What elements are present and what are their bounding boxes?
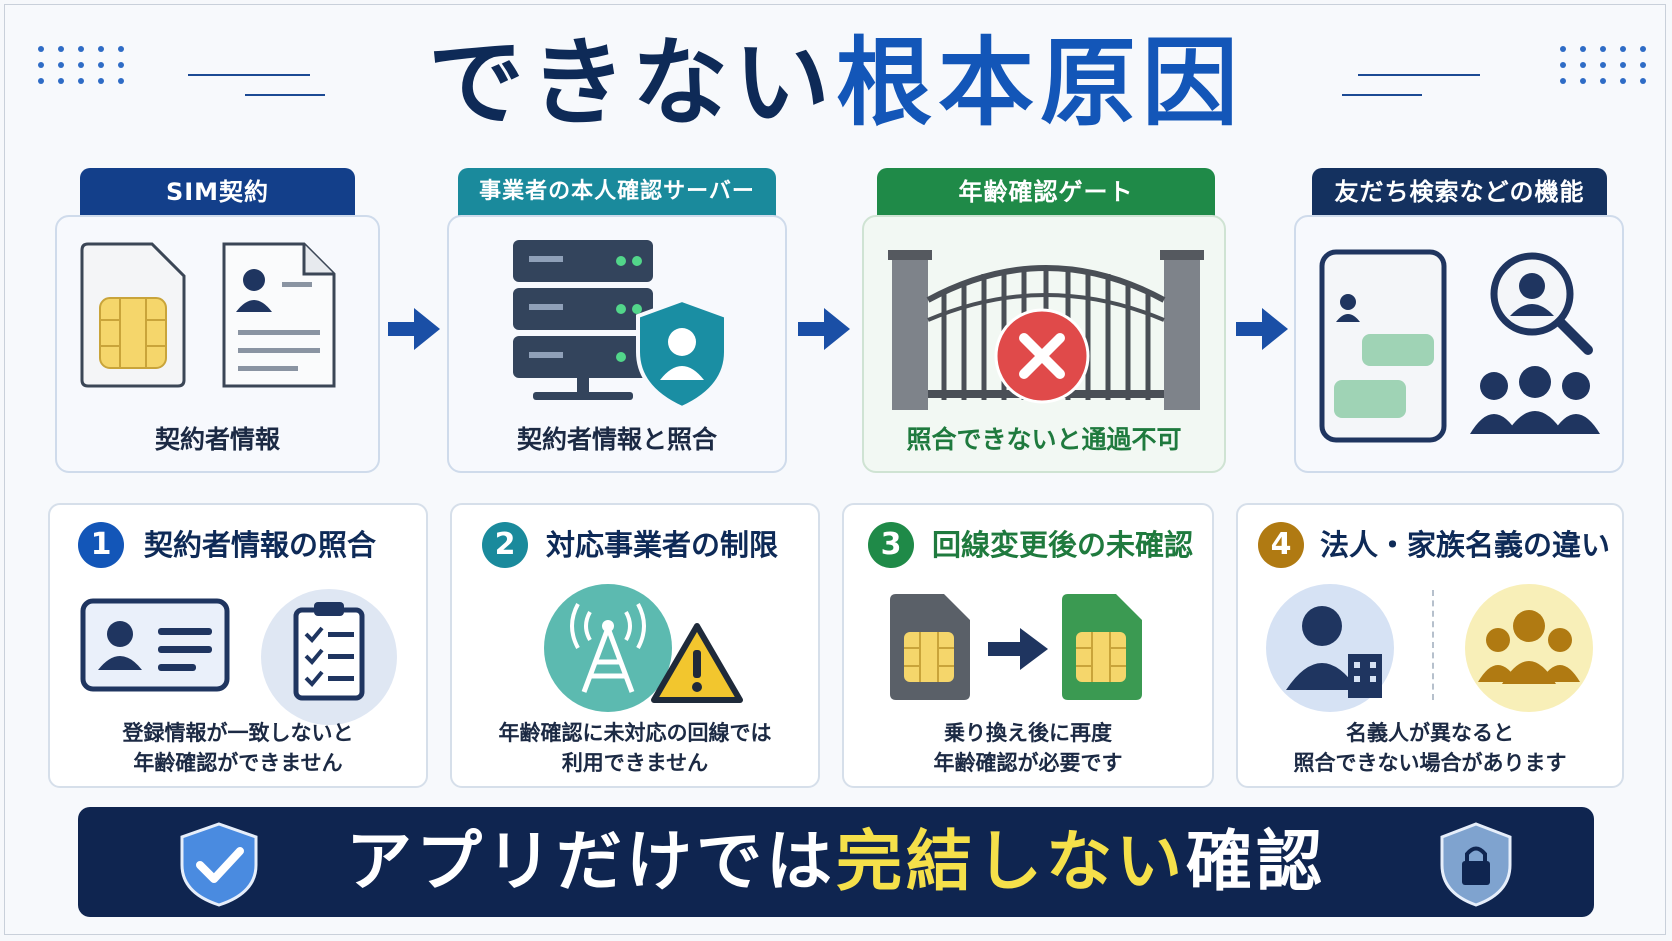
id-card-icon	[80, 598, 230, 692]
cause-desc-3: 乗り換え後に再度 年齢確認が必要です	[842, 718, 1214, 778]
decor-line	[1342, 94, 1422, 96]
banner-part3: 確認	[1186, 823, 1326, 900]
cause-title-4: 法人・家族名義の違い	[1320, 528, 1611, 562]
cause-desc-line: 年齢確認に未対応の回線では	[498, 721, 772, 745]
cause-desc-2: 年齢確認に未対応の回線では 利用できません	[450, 718, 820, 778]
cause-desc-line: 年齢確認が必要です	[933, 751, 1123, 775]
cause-title-2: 対応事業者の制限	[546, 528, 779, 562]
conclusion-banner: アプリだけでは完結しない確認	[78, 807, 1594, 917]
sim-gray-icon	[890, 594, 970, 700]
smartphone-chat-icon	[1319, 249, 1447, 443]
decor-line	[245, 94, 325, 96]
cause-desc-line: 名義人が異なると	[1346, 721, 1514, 745]
shield-check-icon	[180, 822, 258, 907]
sim-card-icon	[80, 242, 186, 388]
cause-desc-1: 登録情報が一致しないと 年齢確認ができません	[48, 718, 428, 778]
arrow-right-icon	[988, 628, 1048, 670]
denied-x-icon	[994, 308, 1090, 404]
flow-caption-server: 契約者情報と照合	[516, 425, 717, 454]
cause-number-1: 1	[78, 522, 124, 568]
page-title: できない根本原因	[0, 18, 1672, 148]
contract-document-icon	[222, 242, 336, 388]
title-part2: 根本原因	[836, 27, 1244, 139]
flow-tag-gate: 年齢確認ゲート	[877, 168, 1215, 216]
divider	[1432, 590, 1434, 700]
banner-part2: 完結しない	[836, 823, 1186, 900]
decor-dots-left	[38, 46, 128, 84]
group-icon	[1470, 366, 1600, 434]
user-shield-icon	[636, 297, 728, 411]
cause-desc-line: 登録情報が一致しないと	[122, 721, 354, 745]
flow-tag-sim: SIM契約	[80, 168, 355, 216]
warning-icon	[651, 623, 743, 703]
cause-desc-line: 利用できません	[561, 751, 709, 775]
cause-title-1: 契約者情報の照合	[144, 528, 377, 562]
decor-line	[188, 74, 310, 76]
antenna-icon	[544, 584, 672, 712]
arrow-right-icon	[1236, 308, 1288, 350]
banner-part1: アプリだけでは	[346, 823, 836, 900]
cause-number-3: 3	[868, 522, 914, 568]
user-search-icon	[1490, 252, 1593, 355]
corporate-user-icon	[1266, 584, 1394, 712]
title-part1: できない	[428, 27, 836, 139]
arrow-right-icon	[388, 308, 440, 350]
cause-desc-line: 乗り換え後に再度	[944, 721, 1112, 745]
banner-text: アプリだけでは完結しない確認	[78, 807, 1594, 917]
flow-caption-gate: 照合できないと通過不可	[906, 425, 1182, 454]
cause-number-4: 4	[1258, 522, 1304, 568]
cause-desc-line: 照合できない場合があります	[1293, 751, 1567, 775]
shield-lock-icon	[1440, 822, 1512, 907]
sim-green-icon	[1062, 594, 1142, 700]
server-icon	[513, 240, 653, 400]
decor-dots-right	[1560, 46, 1650, 84]
arrow-right-icon	[798, 308, 850, 350]
cause-title-3: 回線変更後の未確認	[932, 528, 1194, 562]
cause-desc-line: 年齢確認ができません	[133, 751, 343, 775]
cause-desc-4: 名義人が異なると 照合できない場合があります	[1236, 718, 1624, 778]
cause-number-2: 2	[482, 522, 528, 568]
checklist-icon	[261, 589, 397, 725]
flow-tag-server: 事業者の本人確認サーバー	[458, 168, 776, 216]
flow-caption-sim: 契約者情報	[154, 425, 280, 454]
flow-tag-features: 友だち検索などの機能	[1312, 168, 1607, 216]
family-icon	[1465, 584, 1593, 712]
decor-line	[1358, 74, 1480, 76]
